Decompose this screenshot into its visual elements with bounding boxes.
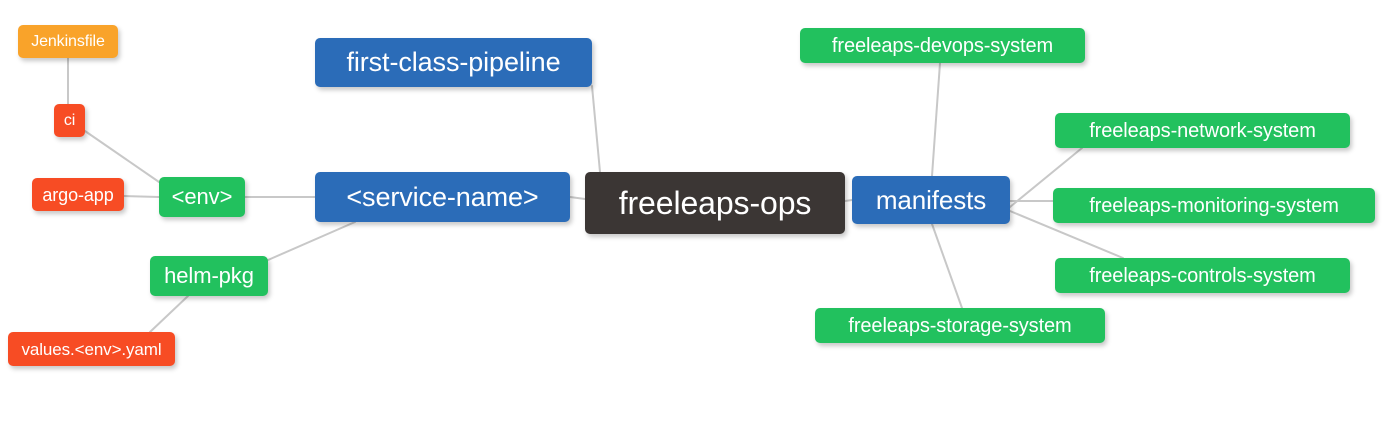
node-env[interactable]: <env> <box>159 177 245 217</box>
node-jenkinsfile[interactable]: Jenkinsfile <box>18 25 118 58</box>
node-label: values.<env>.yaml <box>21 339 162 359</box>
node-helm-pkg[interactable]: helm-pkg <box>150 256 268 296</box>
node-label: helm-pkg <box>164 263 254 288</box>
edge-manifests-to-freeleaps-devops-system <box>931 62 941 177</box>
edge-helm-pkg-to-values-env-yaml <box>149 295 189 333</box>
node-freeleaps-storage-system[interactable]: freeleaps-storage-system <box>815 308 1105 343</box>
node-label: argo-app <box>42 184 114 205</box>
node-argo-app[interactable]: argo-app <box>32 178 124 211</box>
node-label: freeleaps-devops-system <box>831 34 1054 57</box>
node-freeleaps-ops[interactable]: freeleaps-ops <box>585 172 845 234</box>
edge-env-to-ci <box>84 130 160 183</box>
node-label: <env> <box>171 184 233 209</box>
edge-env-to-argo-app <box>123 195 160 198</box>
node-first-class-pipeline[interactable]: first-class-pipeline <box>315 38 592 87</box>
node-label: first-class-pipeline <box>346 47 561 77</box>
node-freeleaps-network-system[interactable]: freeleaps-network-system <box>1055 113 1350 148</box>
node-label: <service-name> <box>346 181 539 212</box>
node-values-env-yaml[interactable]: values.<env>.yaml <box>8 332 175 366</box>
node-freeleaps-monitoring-system[interactable]: freeleaps-monitoring-system <box>1053 188 1375 223</box>
node-label: ci <box>63 111 76 129</box>
edge-freeleaps-ops-to-manifests <box>844 199 853 202</box>
node-service-name[interactable]: <service-name> <box>315 172 570 222</box>
node-manifests[interactable]: manifests <box>852 176 1010 224</box>
node-label: freeleaps-network-system <box>1089 119 1316 142</box>
edge-manifests-to-freeleaps-storage-system <box>931 223 963 309</box>
node-label: freeleaps-ops <box>618 185 812 221</box>
node-label: Jenkinsfile <box>31 32 105 50</box>
node-freeleaps-devops-system[interactable]: freeleaps-devops-system <box>800 28 1085 63</box>
node-freeleaps-controls-system[interactable]: freeleaps-controls-system <box>1055 258 1350 293</box>
edge-freeleaps-ops-to-first-class-pipeline <box>591 85 601 173</box>
edge-service-name-to-helm-pkg <box>267 221 356 261</box>
node-label: freeleaps-monitoring-system <box>1089 194 1339 217</box>
node-label: freeleaps-controls-system <box>1089 264 1316 287</box>
node-label: freeleaps-storage-system <box>848 314 1072 337</box>
node-label: manifests <box>875 185 987 215</box>
node-ci[interactable]: ci <box>54 104 85 137</box>
edge-freeleaps-ops-to-service-name <box>569 196 586 200</box>
